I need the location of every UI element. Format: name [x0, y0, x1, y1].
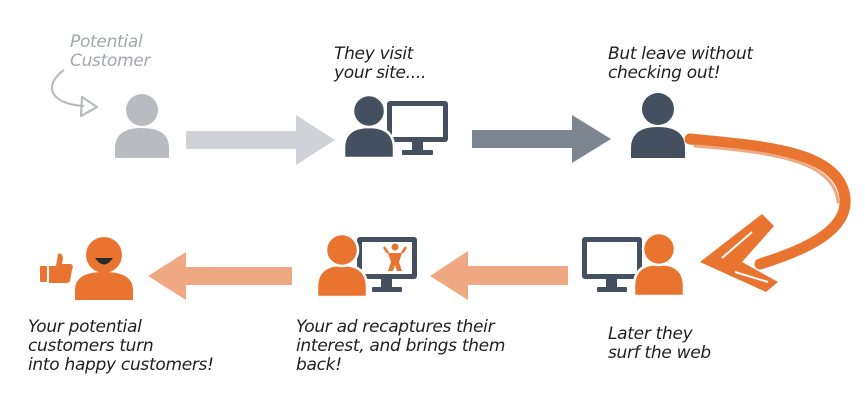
- label-line: They visit: [334, 44, 414, 64]
- flow-arrow-3: [430, 251, 568, 300]
- label-line: surf the web: [608, 343, 711, 363]
- surfing-customer-icon: [582, 231, 686, 298]
- flow-arrow-4: [148, 252, 292, 300]
- label-line: customers turn: [28, 336, 154, 356]
- label-recapture: Your ad recaptures their interest, and b…: [296, 318, 505, 375]
- label-potential-customer: Potential Customer: [70, 33, 150, 71]
- potential-customer-user-icon: [115, 94, 169, 158]
- smile-icon: [95, 258, 113, 265]
- ad-figure-icon: [382, 243, 408, 271]
- happy-user-icon: [75, 237, 133, 300]
- label-leave: But leave without checking out!: [608, 45, 753, 83]
- label-line: interest, and brings them: [296, 336, 506, 356]
- label-line: Later they: [608, 324, 693, 344]
- label-line: into happy customers!: [28, 355, 214, 375]
- recaptured-customer-icon: [315, 232, 417, 299]
- visitor-with-monitor-icon: [342, 93, 448, 160]
- thumbs-up-icon: [40, 253, 73, 283]
- label-line: checking out!: [608, 63, 721, 83]
- leaving-customer-user-icon: [631, 93, 685, 158]
- surfing-user-icon: [632, 231, 686, 298]
- label-line: Potential: [70, 32, 143, 52]
- label-line: Your potential: [28, 317, 142, 337]
- brush-arrow-head: [700, 214, 778, 292]
- happy-customer-icon: [40, 237, 133, 300]
- recaptured-user-icon: [315, 232, 369, 299]
- label-visit: They visit your site....: [334, 45, 426, 83]
- label-line: Customer: [70, 51, 151, 71]
- curved-brush-arrow: [684, 133, 851, 270]
- label-line: back!: [296, 355, 342, 375]
- visitor-user-icon: [342, 93, 396, 160]
- label-line: But leave without: [608, 44, 753, 64]
- label-happy: Your potential customers turn into happy…: [28, 318, 214, 375]
- label-surf: Later they surf the web: [608, 325, 711, 363]
- label-line: Your ad recaptures their: [296, 317, 495, 337]
- curved-hint-arrow: [51, 69, 99, 118]
- flow-arrow-2: [472, 115, 611, 163]
- label-line: your site....: [334, 63, 427, 83]
- flow-arrow-1: [186, 115, 335, 165]
